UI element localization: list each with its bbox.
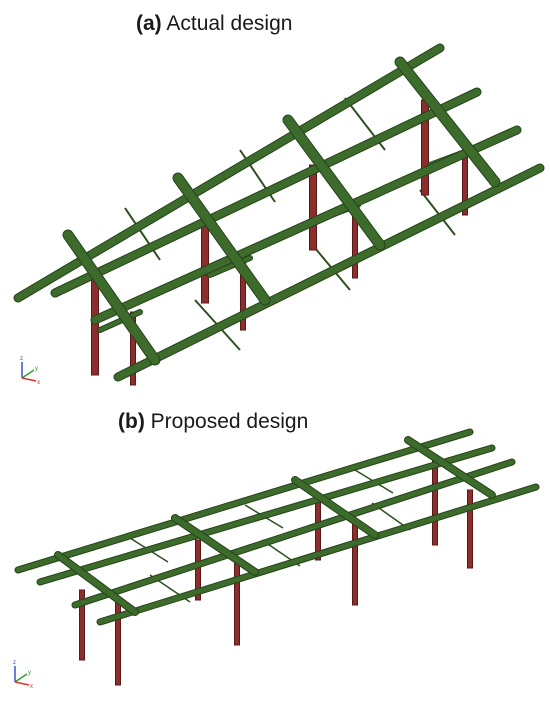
post-a-back-2 xyxy=(309,164,317,251)
post-b-front-2 xyxy=(352,519,358,606)
axis-x-line xyxy=(21,377,37,382)
panel-a-label: (a) xyxy=(136,12,162,35)
post-b-back-3 xyxy=(432,459,438,546)
post-b-back-1 xyxy=(195,539,201,601)
axis-y-label: y xyxy=(28,670,31,676)
brace-a-5 xyxy=(419,189,456,236)
axis-z-label: z xyxy=(13,660,16,666)
rail-a-3 xyxy=(114,164,544,381)
axis-triad-a: z y x xyxy=(20,356,40,386)
strut-a-0 xyxy=(98,310,142,332)
post-b-front-3 xyxy=(467,489,473,569)
axis-x-line xyxy=(14,681,30,686)
axis-y-line xyxy=(21,369,35,379)
beam-b-0 xyxy=(55,552,138,615)
beam-b-2 xyxy=(292,477,378,538)
post-a-back-1 xyxy=(201,217,209,304)
rail-b-3 xyxy=(97,484,539,625)
rail-b-1 xyxy=(37,445,495,585)
axis-triad-b: z y x xyxy=(13,660,33,690)
beam-a-2 xyxy=(283,115,385,250)
panel-a-caption: Actual design xyxy=(166,12,293,35)
axis-x-label: x xyxy=(37,380,40,386)
panel-b-label: (b) xyxy=(118,410,145,433)
post-b-back-0 xyxy=(79,589,85,661)
rail-b-2 xyxy=(72,459,515,608)
panel-a-structure xyxy=(13,43,545,386)
panel-a-title: (a) Actual design xyxy=(136,12,292,36)
axis-y-line xyxy=(14,673,28,683)
post-b-front-1 xyxy=(234,559,240,646)
axis-z-label: z xyxy=(20,356,23,362)
beam-b-1 xyxy=(172,515,258,575)
rail-b-0 xyxy=(15,429,473,573)
beam-b-3 xyxy=(405,437,495,498)
beam-a-0 xyxy=(63,230,160,365)
panel-b-caption: Proposed design xyxy=(150,410,309,433)
beam-a-1 xyxy=(173,173,270,305)
rail-a-1 xyxy=(51,88,481,297)
brace-a-0 xyxy=(124,207,161,261)
axis-y-label: y xyxy=(35,366,38,372)
panel-b-title: (b) Proposed design xyxy=(118,410,308,434)
rail-a-2 xyxy=(91,126,521,324)
axis-x-label: x xyxy=(30,684,33,690)
panel-b-structure xyxy=(14,428,540,686)
beam-a-3 xyxy=(395,57,500,187)
